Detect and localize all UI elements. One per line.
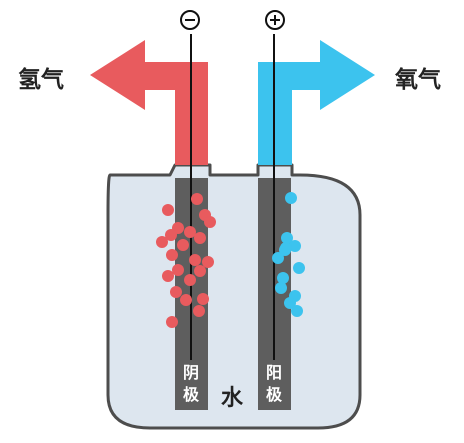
hydrogen-bubble <box>156 236 168 248</box>
hydrogen-bubble <box>170 286 182 298</box>
hydrogen-bubble <box>166 249 178 261</box>
cathode-label-1: 阴 <box>183 363 199 382</box>
water-label: 水 <box>221 386 244 411</box>
oxygen-bubble <box>285 192 297 204</box>
hydrogen-bubble <box>189 254 201 266</box>
oxygen-bubble <box>284 297 296 309</box>
hydrogen-bubble <box>180 294 192 306</box>
anode-label-1: 阳 <box>266 363 282 382</box>
hydrogen-bubble <box>184 274 196 286</box>
hydrogen-bubble <box>184 226 196 238</box>
oxygen-bubble <box>281 232 293 244</box>
positive-terminal-icon <box>265 10 285 30</box>
oxygen-bubble <box>289 240 301 252</box>
hydrogen-bubble <box>166 316 178 328</box>
cathode-label-2: 极 <box>183 385 200 404</box>
hydrogen-bubble <box>193 305 205 317</box>
oxygen-bubble <box>293 262 305 274</box>
hydrogen-bubble <box>165 229 177 241</box>
hydrogen-bubble <box>172 264 184 276</box>
oxygen-bubble <box>277 272 289 284</box>
hydrogen-bubble <box>191 193 203 205</box>
anode-label-2: 极 <box>266 385 283 404</box>
hydrogen-bubble <box>194 232 206 244</box>
hydrogen-bubble <box>162 270 174 282</box>
oxygen-bubble <box>275 282 287 294</box>
oxygen-bubble <box>280 242 292 254</box>
hydrogen-label: 氢气 <box>18 66 64 93</box>
negative-terminal-icon <box>180 10 200 30</box>
hydrogen-bubble <box>177 239 189 251</box>
oxygen-bubble <box>272 252 284 264</box>
hydrogen-bubble <box>204 216 216 228</box>
hydrogen-bubble <box>197 293 209 305</box>
hydrogen-bubble <box>194 265 206 277</box>
oxygen-label: 氧气 <box>394 66 441 93</box>
hydrogen-bubble <box>202 256 214 268</box>
oxygen-arrow <box>258 40 375 165</box>
hydrogen-bubbles <box>156 193 216 328</box>
oxygen-bubbles <box>272 192 305 317</box>
oxygen-bubble <box>291 305 303 317</box>
hydrogen-arrow <box>90 40 208 165</box>
hydrogen-bubble <box>162 204 174 216</box>
